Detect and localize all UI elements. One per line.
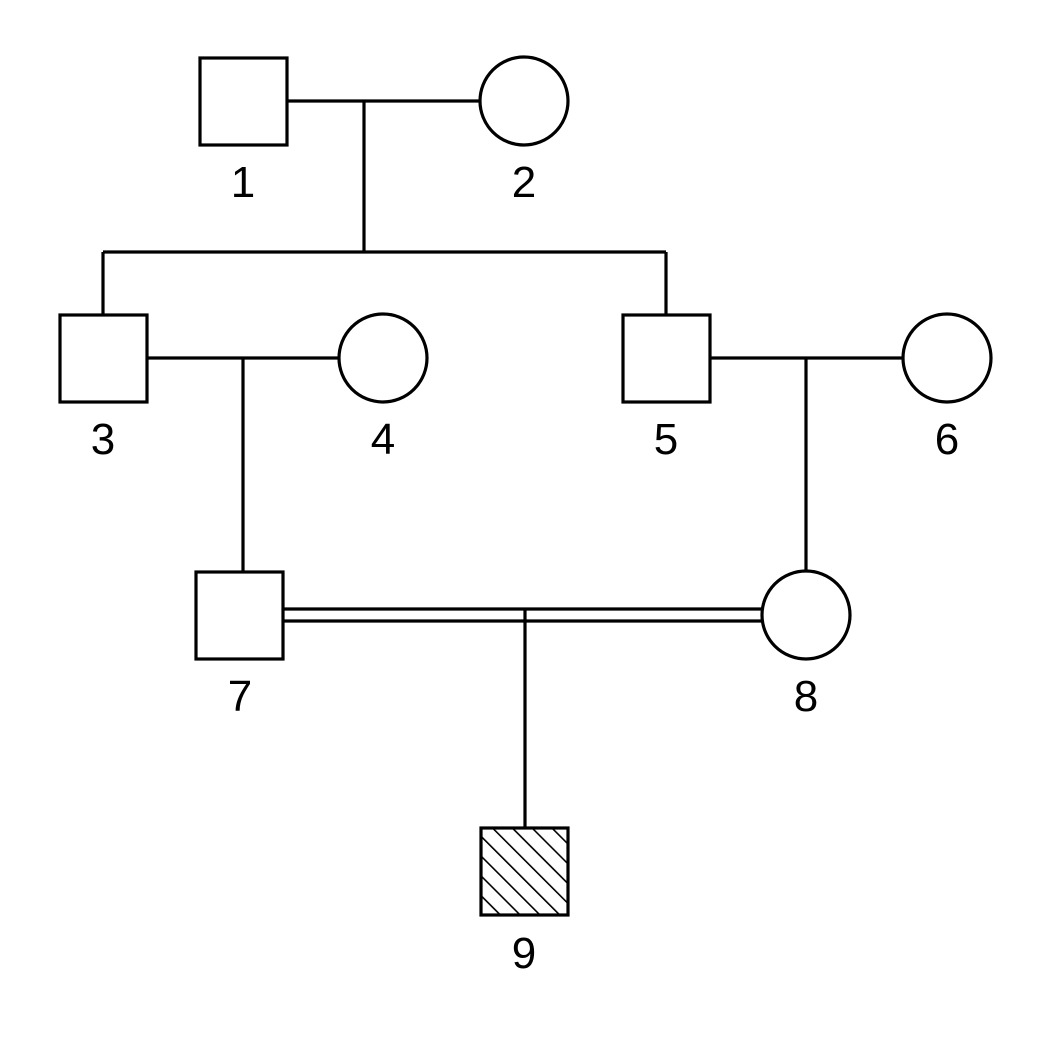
individual-4[interactable]: 4 bbox=[337, 312, 429, 464]
individual-9[interactable]: 9 bbox=[479, 826, 570, 978]
individual-3[interactable]: 3 bbox=[58, 313, 149, 464]
individual-label-6: 6 bbox=[935, 415, 959, 464]
individual-label-4: 4 bbox=[371, 415, 395, 464]
individual-label-7: 7 bbox=[228, 672, 252, 721]
male-square-symbol-7[interactable] bbox=[194, 570, 285, 661]
individual-label-8: 8 bbox=[794, 672, 818, 721]
sibship-bar-gen2-group bbox=[101, 250, 668, 315]
male-square-symbol-1[interactable] bbox=[198, 56, 289, 147]
male-square-symbol-9-affected[interactable] bbox=[479, 826, 570, 917]
individual-8[interactable]: 8 bbox=[760, 569, 852, 721]
individual-label-3: 3 bbox=[91, 415, 115, 464]
female-circle-symbol-2[interactable] bbox=[478, 55, 570, 147]
mating-line-1-2-group bbox=[287, 99, 481, 252]
male-square-symbol-3[interactable] bbox=[58, 313, 149, 404]
individual-1[interactable]: 1 bbox=[198, 56, 289, 207]
mating-line-3-4-group bbox=[147, 356, 339, 572]
individual-2[interactable]: 2 bbox=[478, 55, 570, 207]
mating-line-5-6-group bbox=[710, 356, 903, 572]
individual-label-1: 1 bbox=[231, 158, 255, 207]
individual-6[interactable]: 6 bbox=[901, 312, 993, 464]
female-circle-symbol-4[interactable] bbox=[337, 312, 429, 404]
individual-label-5: 5 bbox=[654, 415, 678, 464]
individual-label-2: 2 bbox=[512, 158, 536, 207]
consanguineous-mating-line-7-8-group bbox=[284, 607, 765, 828]
individual-5[interactable]: 5 bbox=[621, 313, 712, 464]
male-square-symbol-5[interactable] bbox=[621, 313, 712, 404]
individual-label-9: 9 bbox=[512, 929, 536, 978]
individual-7[interactable]: 7 bbox=[194, 570, 285, 721]
female-circle-symbol-6[interactable] bbox=[901, 312, 993, 404]
female-circle-symbol-8[interactable] bbox=[760, 569, 852, 661]
